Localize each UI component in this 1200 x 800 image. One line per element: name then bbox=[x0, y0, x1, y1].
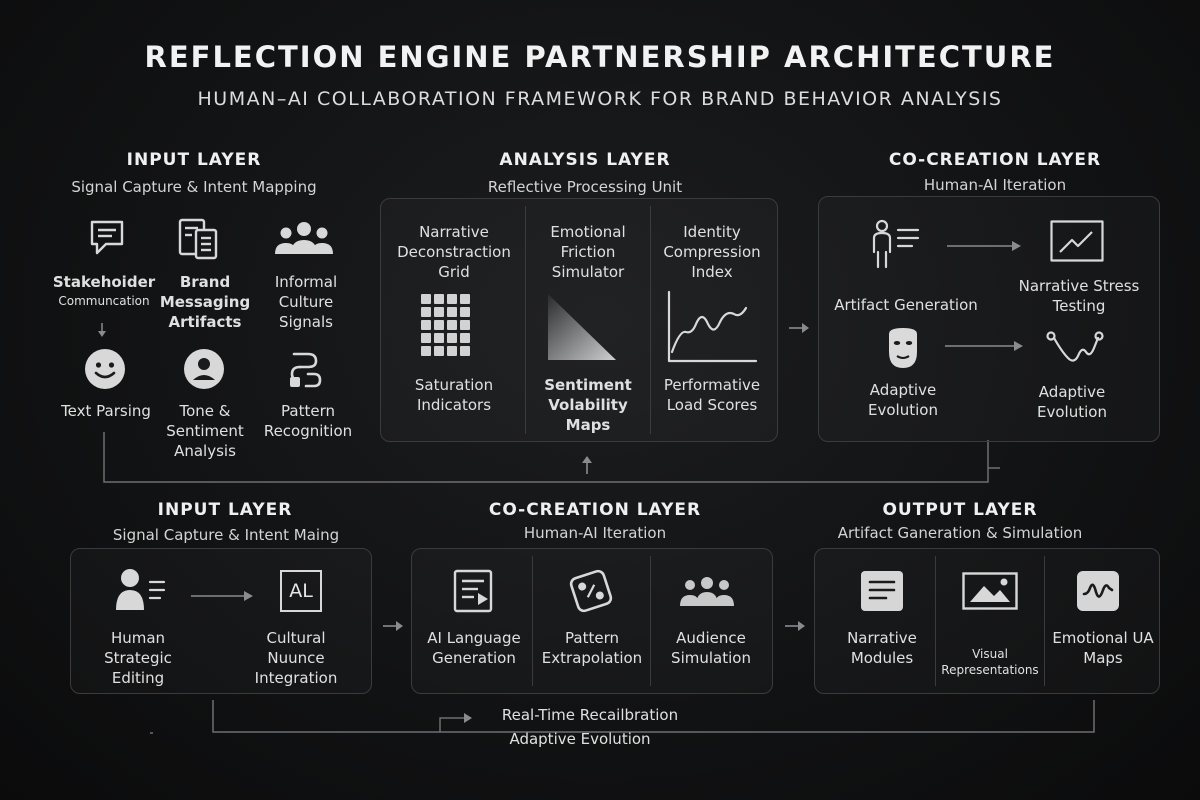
identity-compression-label: Identity Compression Index bbox=[663, 223, 761, 281]
adaptive-evolution-footer-label: Adaptive Evolution bbox=[509, 730, 651, 748]
person-edit-icon bbox=[114, 566, 168, 614]
line-chart-icon bbox=[666, 290, 758, 364]
output-layer-title: OUTPUT LAYER bbox=[882, 500, 1038, 520]
note-icon bbox=[860, 570, 904, 612]
arrow-cocreation-to-output bbox=[784, 620, 806, 632]
diagram-title: REFLECTION ENGINE PARTNERSHIP ARCHITECTU… bbox=[144, 40, 1056, 74]
informal-culture-label: Informal Culture Signals bbox=[274, 273, 338, 331]
brand-messaging-label: Brand Messaging Artifacts bbox=[159, 273, 251, 331]
adaptive-evolution-left-label: Adaptive Evolution bbox=[868, 381, 938, 419]
bottom-cocreation-subtitle: Human-AI Iteration bbox=[523, 524, 667, 542]
performative-load-label: Performative Load Scores bbox=[663, 376, 761, 414]
bottom-loop-connector bbox=[212, 700, 1095, 733]
bottom-input-panel bbox=[70, 548, 372, 694]
top-input-layer-title: INPUT LAYER bbox=[126, 150, 262, 170]
output-layer-subtitle: Artifact Ganeration & Simulation bbox=[837, 524, 1083, 542]
analysis-panel bbox=[380, 198, 778, 442]
people-group-icon bbox=[272, 218, 336, 260]
path-curve-icon bbox=[1046, 328, 1104, 368]
analysis-divider-2 bbox=[650, 206, 651, 434]
arrow-adaptive bbox=[944, 340, 1024, 352]
bottom-input-layer-subtitle: Signal Capture & Intent Maing bbox=[112, 526, 340, 544]
arrow-up-to-analysis bbox=[581, 455, 593, 475]
emotional-friction-label: Emotional Friction Simulator bbox=[550, 223, 626, 281]
pattern-extrapolation-label: Pattern Extrapolation bbox=[541, 629, 643, 667]
output-divider-1 bbox=[935, 556, 936, 686]
sentiment-volability-label: Sentiment Volability Maps bbox=[544, 376, 632, 434]
recalibration-branch bbox=[439, 717, 464, 732]
top-loop-connector bbox=[103, 432, 989, 483]
chart-frame-icon bbox=[1050, 220, 1104, 262]
chat-bubble-icon bbox=[86, 216, 130, 260]
pattern-recognition-icon bbox=[286, 350, 326, 390]
adaptive-evolution-right-label: Adaptive Evolution bbox=[1037, 383, 1107, 421]
stakeholder-sublabel: Communcation bbox=[58, 294, 150, 308]
output-divider-2 bbox=[1044, 556, 1045, 686]
al-box-icon: AL bbox=[280, 570, 322, 612]
top-cocreation-panel bbox=[818, 196, 1160, 442]
visual-representations-label: Visual Representations bbox=[941, 647, 1039, 677]
bottom-cocreation-divider-1 bbox=[532, 556, 533, 686]
down-arrow-icon bbox=[96, 322, 108, 338]
narrative-deconstraction-label: Narrative Deconstraction Grid bbox=[397, 223, 511, 281]
analysis-divider-1 bbox=[525, 206, 526, 434]
triangle-gradient-icon bbox=[546, 292, 618, 362]
documents-icon bbox=[176, 216, 222, 262]
tone-sentiment-label: Tone & Sentiment Analysis bbox=[166, 402, 244, 460]
al-glyph: AL bbox=[280, 570, 322, 612]
arrow-artifact-to-stress bbox=[946, 240, 1022, 252]
saturation-indicators-label: Saturation Indicators bbox=[414, 376, 494, 414]
waveform-icon bbox=[1076, 570, 1120, 612]
analysis-layer-subtitle: Reflective Processing Unit bbox=[487, 178, 683, 196]
artifact-generation-label: Artifact Generation bbox=[834, 296, 978, 314]
audience-simulation-label: Audience Simulation bbox=[671, 629, 751, 667]
image-icon bbox=[962, 572, 1018, 610]
analysis-layer-title: ANALYSIS LAYER bbox=[499, 150, 671, 170]
narrative-modules-label: Narrative Modules bbox=[847, 629, 917, 667]
arrow-analysis-to-cocreation bbox=[788, 322, 810, 334]
smiley-icon bbox=[84, 348, 126, 390]
narrative-stress-label: Narrative Stress Testing bbox=[1018, 277, 1140, 315]
top-cocreation-title: CO-CREATION LAYER bbox=[888, 150, 1102, 170]
person-list-icon bbox=[868, 218, 924, 270]
pattern-recognition-label: Pattern Recognition bbox=[263, 402, 353, 440]
human-strategic-label: Human Strategic Editing bbox=[104, 629, 172, 687]
emotional-ua-maps-label: Emotional UA Maps bbox=[1052, 629, 1154, 667]
bottom-input-layer-title: INPUT LAYER bbox=[157, 500, 293, 520]
stakeholder-label: Stakehoider bbox=[52, 273, 156, 291]
bottom-cocreation-divider-2 bbox=[650, 556, 651, 686]
diagram-subtitle: HUMAN–AI COLLABORATION FRAMEWORK FOR BRA… bbox=[197, 88, 1003, 110]
audience-icon bbox=[678, 576, 736, 608]
cultural-nuunce-label: Cultural Nuunce Integration bbox=[254, 629, 338, 687]
mask-face-icon bbox=[886, 326, 920, 370]
recalibration-arrow-head bbox=[464, 713, 472, 723]
output-panel bbox=[814, 548, 1160, 694]
ai-language-label: AI Language Generation bbox=[427, 629, 521, 667]
user-avatar-icon bbox=[183, 348, 225, 390]
top-cocreation-subtitle: Human-AI Iteration bbox=[923, 176, 1067, 194]
recalibration-label: Real-Time Recailbration bbox=[501, 706, 679, 724]
arrow-input-to-cocreation bbox=[382, 620, 404, 632]
grid-icon bbox=[421, 294, 471, 360]
document-arrow-icon bbox=[452, 568, 496, 614]
bottom-cocreation-panel bbox=[411, 548, 773, 694]
top-input-layer-subtitle: Signal Capture & Intent Mapping bbox=[71, 178, 317, 196]
bottom-cocreation-title: CO-CREATION LAYER bbox=[488, 500, 702, 520]
pattern-tile-icon bbox=[566, 566, 616, 616]
arrow-human-to-cultural bbox=[190, 590, 254, 602]
text-parsing-label: Text Parsing bbox=[61, 402, 151, 420]
